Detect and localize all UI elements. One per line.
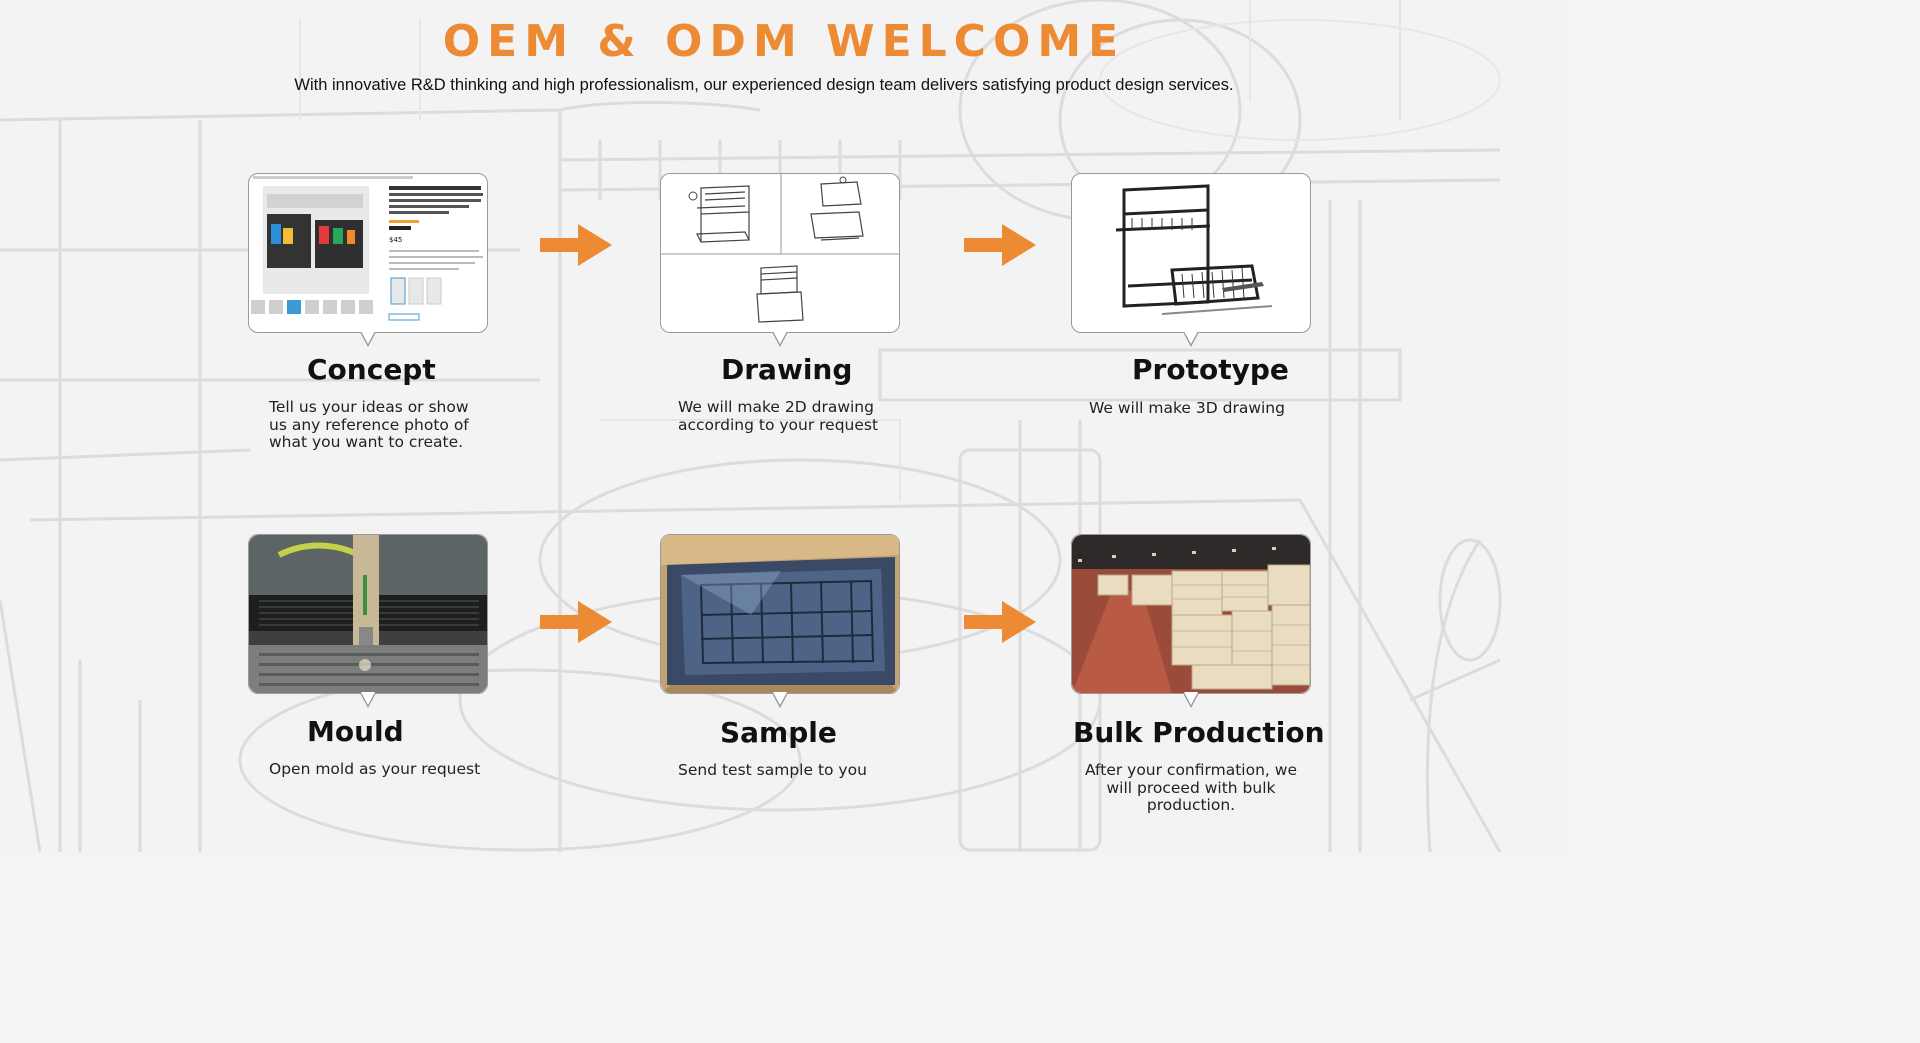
step-title-prototype: Prototype (1132, 353, 1289, 386)
concept-price: $45 (389, 236, 402, 244)
step-title-drawing: Drawing (721, 353, 853, 386)
sample-image-card (660, 534, 900, 708)
step-title-sample: Sample (720, 716, 837, 749)
page-subtitle: With innovative R&D thinking and high pr… (294, 76, 1234, 94)
arrow-right-icon (964, 224, 1036, 266)
step-desc-drawing: We will make 2D drawing according to you… (678, 398, 879, 434)
step-desc-mould: Open mold as your request (269, 760, 481, 778)
bulk-production-image-card (1071, 534, 1311, 708)
step-desc-prototype: We will make 3D drawing (1089, 399, 1285, 417)
concept-listing-image: $45 (249, 174, 487, 332)
drawing-2d-image (661, 174, 899, 332)
arrow-right-icon (540, 224, 612, 266)
arrow-right-icon (540, 601, 612, 643)
concept-image-card: $45 (248, 173, 488, 347)
step-desc-sample: Send test sample to you (678, 761, 867, 779)
background-kitchen-sketch (0, 0, 1502, 852)
warehouse-image (1072, 535, 1310, 693)
step-desc-concept: Tell us your ideas or show us any refere… (269, 398, 469, 451)
prototype-3d-image (1072, 174, 1310, 332)
drawing-image-card (660, 173, 900, 347)
step-title-bulk-production: Bulk Production (1073, 716, 1325, 749)
step-title-concept: Concept (307, 353, 436, 386)
step-title-mould: Mould (307, 715, 404, 748)
prototype-image-card (1071, 173, 1311, 347)
page-title: OEM & ODM WELCOME (442, 16, 1126, 67)
mould-machine-image (249, 535, 487, 693)
sample-package-image (661, 535, 899, 693)
step-desc-bulk-production: After your confirmation, we will proceed… (1085, 761, 1297, 814)
arrow-right-icon (964, 601, 1036, 643)
mould-image-card (248, 534, 488, 708)
